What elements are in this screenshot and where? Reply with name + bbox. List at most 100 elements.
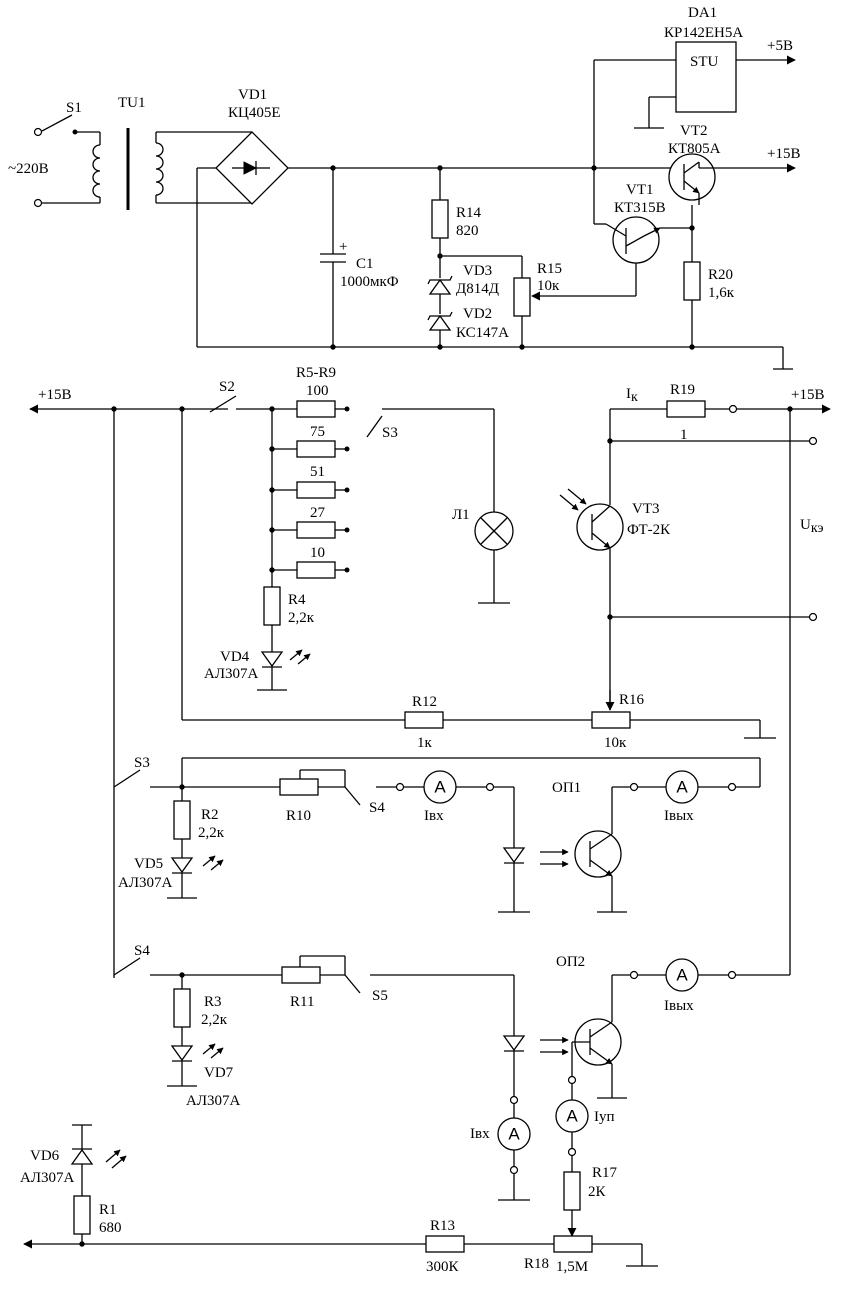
r4-resistor (263, 586, 281, 626)
r18-value: 1,5М (556, 1259, 588, 1275)
vd4-led (260, 651, 284, 668)
s3-label: S3 (382, 425, 398, 441)
s4a-switch (344, 786, 361, 806)
r5-r9-resistor-bank: 100 75 51 27 10 (269, 383, 350, 579)
power-supply-section: ~220В S1 TU1 VD1 КЦ405Е (8, 5, 800, 370)
vt3-phototransistor (576, 503, 624, 551)
vd3-label: VD3 (463, 263, 492, 279)
svg-text:A: A (676, 966, 688, 985)
s4a-label: S4 (369, 800, 385, 816)
r11-label: R11 (290, 994, 314, 1010)
vd1-label: VD1 (238, 87, 267, 103)
r13-resistor (425, 1235, 465, 1253)
r20-label: R20 (708, 267, 733, 283)
r9-resistor (296, 561, 336, 579)
vd2-label: VD2 (463, 306, 492, 322)
op2-label: ОП2 (556, 954, 585, 970)
r2-resistor (173, 800, 191, 840)
vt2-transistor (668, 153, 716, 201)
vd5-label: VD5 (134, 856, 163, 872)
r12-value: 1к (417, 735, 433, 751)
vd5-led (170, 857, 194, 874)
r6-resistor (296, 440, 336, 458)
c1-value: 1000мкФ (340, 274, 399, 290)
da1-block-text: STU (690, 54, 719, 70)
r15-label: R15 (537, 261, 562, 277)
r13-value: 300К (426, 1259, 460, 1275)
vd2-type: КС147А (456, 325, 509, 341)
vd7-label: VD7 (204, 1065, 234, 1081)
op2-ivx-label: Iвх (470, 1126, 490, 1142)
s3b-label: S3 (134, 755, 150, 771)
vd6-led (70, 1148, 94, 1165)
s5-switch (344, 974, 361, 994)
vt2-label: VT2 (680, 123, 708, 139)
vt3-label: VT3 (632, 501, 660, 517)
op2-iup-label: Iуп (594, 1109, 615, 1125)
r13-label: R13 (430, 1218, 455, 1234)
r14-label: R14 (456, 205, 482, 221)
op1-led (502, 847, 526, 864)
r5-r9-label: R5-R9 (296, 365, 336, 381)
r17-value: 2К (588, 1184, 607, 1200)
c1-polarity: + (339, 239, 347, 255)
r19-resistor (666, 400, 706, 418)
op1-ivx-label: Iвх (424, 808, 444, 824)
vt1-type: КТ315В (614, 200, 666, 216)
r7-value: 51 (310, 464, 325, 480)
r11-rheostat (281, 966, 321, 984)
s1-switch (41, 114, 73, 132)
s2-label: S2 (219, 379, 235, 395)
out-5v-label: +5В (767, 38, 793, 54)
vt3-type: ФТ-2К (627, 522, 671, 538)
r18-label: R18 (524, 1256, 549, 1272)
r3-value: 2,2к (201, 1012, 228, 1028)
da1-regulator (675, 41, 737, 113)
r1-resistor (73, 1195, 91, 1235)
mains-terminal-bottom (33, 198, 43, 208)
out-15v-label: +15В (767, 146, 800, 162)
r14-value: 820 (456, 223, 479, 239)
op2-ivyx-label: Iвых (664, 998, 694, 1014)
r1-label: R1 (99, 1202, 117, 1218)
s4b-label: S4 (134, 943, 150, 959)
tu1-primary-coil (92, 144, 101, 198)
s4b-switch (113, 957, 141, 976)
r10-rheostat (279, 778, 319, 796)
r19-value: 1 (680, 427, 688, 443)
r8-value: 27 (310, 505, 326, 521)
vd6-label: VD6 (30, 1148, 60, 1164)
r4-value: 2,2к (288, 610, 315, 626)
op1-label: ОП1 (552, 780, 581, 796)
r15-value: 10к (537, 278, 560, 294)
svg-text:A: A (676, 778, 688, 797)
r20-resistor (683, 261, 701, 301)
r4-label: R4 (288, 592, 306, 608)
vt1-label: VT1 (626, 182, 654, 198)
op1-transistor (574, 830, 622, 878)
mains-terminal-top (33, 127, 43, 137)
vd7-led (170, 1045, 194, 1062)
vd1-type: КЦ405Е (228, 105, 281, 121)
r17-label: R17 (592, 1165, 618, 1181)
s1-label: S1 (66, 100, 82, 116)
vd3-type: Д814Д (456, 281, 499, 297)
lamp-phototransistor-section: +15В S2 R5-R9 100 75 (29, 365, 831, 978)
r5-resistor (296, 400, 336, 418)
ik-label: Iк (626, 386, 638, 405)
s2-switch (209, 395, 237, 413)
r16-value: 10к (604, 735, 627, 751)
s5-label: S5 (372, 988, 388, 1004)
vd2-zener (428, 314, 452, 331)
indicator-bottom-section: VD6 АЛ307А R1 680 R13 300К R18 1,5М (20, 1124, 658, 1275)
vd6-type: АЛ307А (20, 1170, 75, 1186)
tu1-label: TU1 (118, 95, 146, 111)
rail-left-label: +15В (38, 387, 71, 403)
svg-text:A: A (434, 778, 446, 797)
vd4-type: АЛ307А (204, 666, 259, 682)
r6-value: 75 (310, 424, 325, 440)
mains-label: ~220В (8, 161, 49, 177)
r10-label: R10 (286, 808, 311, 824)
r2-value: 2,2к (198, 825, 225, 841)
